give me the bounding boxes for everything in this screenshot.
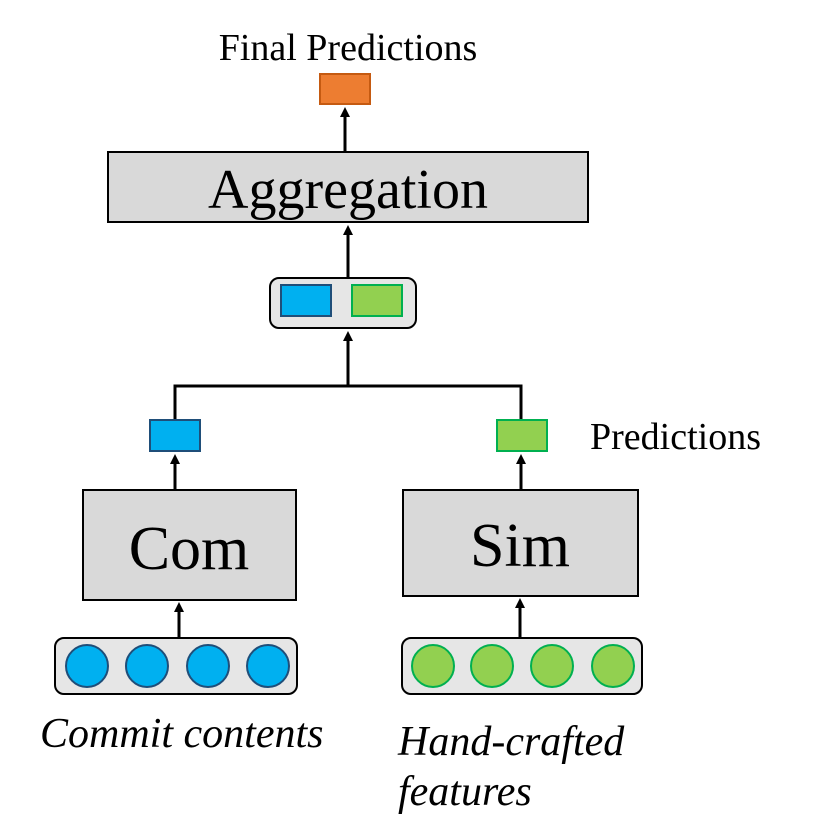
sim-prediction-box bbox=[496, 419, 548, 452]
com-prediction-box bbox=[149, 419, 201, 452]
com-label: Com bbox=[129, 515, 250, 583]
commit-feature-node bbox=[125, 644, 169, 688]
merge-connector bbox=[173, 384, 523, 420]
commit-contents-container bbox=[54, 637, 298, 695]
final-prediction-box bbox=[319, 73, 371, 105]
aggregation-label: Aggregation bbox=[208, 159, 488, 221]
concat-blue-box bbox=[280, 284, 332, 317]
predictions-label: Predictions bbox=[590, 416, 761, 458]
com-model-box bbox=[82, 489, 297, 601]
commit-feature-node bbox=[186, 644, 230, 688]
hand-crafted-feature-node bbox=[530, 644, 574, 688]
sim-label: Sim bbox=[470, 512, 570, 580]
hand-crafted-features-container bbox=[401, 637, 643, 695]
final-predictions-label: Final Predictions bbox=[219, 27, 478, 69]
aggregation-box bbox=[107, 151, 589, 223]
sim-model-box bbox=[402, 489, 639, 597]
commit-contents-label: Commit contents bbox=[40, 711, 323, 757]
hand-crafted-feature-node bbox=[470, 644, 514, 688]
hand-crafted-label-line2: features bbox=[398, 769, 532, 815]
hand-crafted-label-line1: Hand-crafted bbox=[397, 719, 625, 765]
commit-feature-node bbox=[246, 644, 290, 688]
commit-feature-node bbox=[65, 644, 109, 688]
hand-crafted-feature-node bbox=[591, 644, 635, 688]
hand-crafted-feature-node bbox=[411, 644, 455, 688]
concat-green-box bbox=[351, 284, 403, 317]
